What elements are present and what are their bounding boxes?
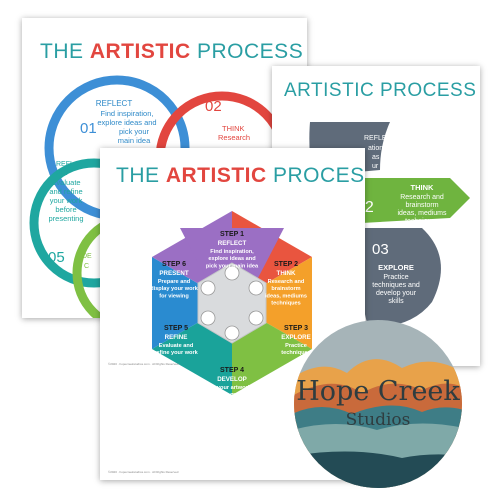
brain-icon bbox=[248, 280, 264, 296]
step-description-line: successful work? bbox=[209, 399, 257, 405]
segment-think bbox=[340, 178, 470, 224]
svg-text:ation,: ation, bbox=[368, 145, 385, 152]
svg-text:REFLECT: REFLECT bbox=[364, 135, 397, 142]
step-description-line: pick your main idea bbox=[206, 263, 259, 269]
svg-text:THINK: THINK bbox=[222, 124, 245, 133]
svg-text:techniques and: techniques and bbox=[372, 282, 420, 289]
svg-text:ur: ur bbox=[372, 163, 379, 170]
poster-title: ARTISTIC PROCESS bbox=[284, 80, 477, 101]
target-icon bbox=[200, 310, 216, 326]
svg-text:Practice: Practice bbox=[383, 274, 408, 281]
hope-creek-logo: Hope Creek Studios bbox=[292, 318, 464, 490]
step-description-line: explore ideas and bbox=[208, 256, 256, 262]
step-number: 01 bbox=[80, 120, 97, 137]
step-description-line: brainstorm bbox=[271, 286, 300, 292]
svg-text:skills: skills bbox=[388, 298, 404, 305]
step-description-line: refine your work bbox=[154, 350, 198, 356]
svg-text:EXPLORE: EXPLORE bbox=[378, 263, 414, 272]
step-number: 02 bbox=[205, 98, 222, 115]
svg-text:Evaluate: Evaluate bbox=[51, 178, 80, 187]
step-description-line: Research and bbox=[268, 279, 305, 285]
step-2-label: STEP 2 THINK Research andbrainstormideas, … bbox=[265, 261, 307, 307]
svg-text:develop your: develop your bbox=[376, 290, 417, 297]
easel-icon bbox=[200, 280, 216, 296]
logo-subtitle: Studios bbox=[345, 410, 411, 430]
step-heading: STEP 2 bbox=[274, 261, 298, 268]
hexagon-diagram: STEP 1 REFLECT Find inspiration,explore id… bbox=[150, 211, 312, 405]
segment-step-1-band bbox=[180, 228, 284, 278]
svg-text:Find inspiration,: Find inspiration, bbox=[101, 109, 154, 118]
step-title: DEVELOP bbox=[217, 376, 247, 383]
water-dark bbox=[294, 451, 462, 488]
svg-text:REFL: REFL bbox=[56, 161, 74, 168]
step-title: EXPLORE bbox=[281, 334, 311, 341]
step-heading: STEP 4 bbox=[220, 367, 244, 374]
segment-explore bbox=[356, 228, 441, 328]
svg-text:C: C bbox=[84, 263, 89, 270]
step-description-line: do you turn my ideas into bbox=[198, 392, 267, 398]
step-heading: STEP 6 bbox=[162, 261, 186, 268]
segment-step-3 bbox=[232, 257, 312, 349]
step-title: REFINE bbox=[165, 334, 188, 341]
svg-text:main idea: main idea bbox=[118, 136, 151, 145]
step-title: REFLECT bbox=[96, 99, 133, 108]
footer-text-bottom: ©2020 · hopecreekstudios.com · All Right… bbox=[108, 470, 179, 474]
step-title: PRESENT bbox=[159, 270, 188, 277]
step-heading: STEP 3 bbox=[284, 325, 308, 332]
step-description-line: techniques bbox=[281, 350, 311, 356]
step-description-line: display your work bbox=[150, 286, 198, 292]
svg-text:ideas, mediums: ideas, mediums bbox=[397, 210, 447, 217]
logo-title: Hope Creek bbox=[296, 376, 460, 407]
svg-text:as: as bbox=[372, 154, 380, 161]
svg-text:pick your: pick your bbox=[119, 127, 150, 136]
step-number: 05 bbox=[48, 249, 65, 266]
poster-title: THE ARTISTIC PROCESS bbox=[116, 164, 365, 187]
step-labels: STEP 1 REFLECT Find inspiration,explore id… bbox=[150, 231, 311, 405]
svg-text:presenting: presenting bbox=[48, 214, 83, 223]
back-right-segments: REFLECT ation, as ur 02 THINK Research a… bbox=[309, 122, 470, 328]
step-title: THINK bbox=[277, 270, 296, 277]
lightbulb-icon bbox=[224, 265, 240, 281]
svg-text:techniques: techniques bbox=[405, 218, 439, 225]
poster-title: THE ARTISTIC PROCESS bbox=[40, 40, 304, 63]
step-heading: STEP 5 bbox=[164, 325, 188, 332]
step-number: 03 bbox=[372, 241, 389, 258]
step-description-line: techniques bbox=[271, 301, 301, 307]
svg-text:THINK: THINK bbox=[411, 183, 434, 192]
palette-icon bbox=[248, 310, 264, 326]
step-description-line: Create your artwork: How bbox=[198, 385, 267, 391]
step-4-label: STEP 4 DEVELOP Create your artwork: Howdo … bbox=[198, 367, 267, 405]
step-description-line: Prepare and bbox=[158, 279, 191, 285]
pencil-icon bbox=[224, 325, 240, 341]
svg-text:brainstorm: brainstorm bbox=[405, 202, 438, 209]
center-hexagon bbox=[197, 262, 267, 344]
svg-text:Research: Research bbox=[218, 133, 250, 142]
step-heading: STEP 1 bbox=[220, 231, 244, 238]
svg-text:DE: DE bbox=[82, 253, 92, 260]
step-1-label: STEP 1 REFLECT Find inspiration,explore id… bbox=[206, 231, 259, 269]
step-description-line: Practice bbox=[285, 343, 307, 349]
svg-text:explore ideas and: explore ideas and bbox=[97, 118, 156, 127]
svg-text:your work: your work bbox=[50, 196, 83, 205]
svg-text:before: before bbox=[55, 205, 76, 214]
step-description-line: for viewing bbox=[159, 293, 189, 299]
logo-badge bbox=[294, 320, 462, 488]
footer-text: ©2020 · hopecreekstudios.com · All Right… bbox=[108, 362, 179, 366]
step-description-line: Find inspiration, bbox=[210, 249, 254, 255]
step-description-line: Evaluate and bbox=[159, 343, 194, 349]
segment-step-6 bbox=[152, 257, 232, 349]
svg-text:Research and: Research and bbox=[400, 194, 444, 201]
svg-text:PRI: PRI bbox=[56, 170, 68, 177]
step-description-line: ideas, mediums bbox=[265, 293, 307, 299]
step-title: REFLECT bbox=[218, 240, 247, 247]
svg-text:and refine: and refine bbox=[49, 187, 82, 196]
